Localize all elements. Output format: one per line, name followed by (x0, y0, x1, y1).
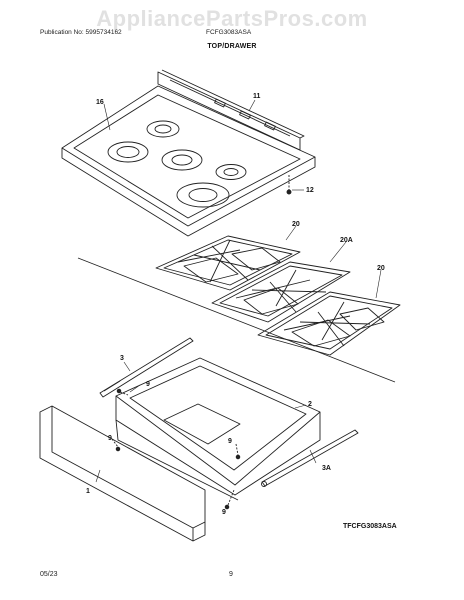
callout-20-left: 20 (292, 221, 300, 228)
diagram-code: TFCFG3083ASA (343, 523, 397, 530)
cooktop-assembly (61, 85, 316, 237)
screws-9 (111, 388, 241, 510)
drawer-front (39, 405, 206, 542)
callout-16: 16 (96, 99, 104, 106)
callout-20-right: 20 (377, 265, 385, 272)
callout-9-c: 9 (228, 438, 232, 445)
callout-12: 12 (306, 187, 314, 194)
grate-center (211, 261, 351, 323)
grate-right (257, 291, 401, 356)
callout-11: 11 (253, 93, 261, 100)
model-number: FCFG3083ASA (206, 29, 252, 36)
drawer-body (115, 357, 321, 501)
callout-3: 3 (120, 355, 124, 362)
footer-date: 05/23 (40, 571, 58, 578)
drawer-slide-right (261, 429, 359, 487)
callout-9-a: 9 (146, 381, 150, 388)
grate-left (155, 235, 301, 291)
publication-number: Publication No: 5995734162 (40, 29, 122, 36)
leader-lines (95, 99, 382, 483)
drawer-slide-left (99, 337, 194, 398)
callout-20A: 20A (340, 237, 353, 244)
rear-trim (157, 69, 305, 151)
footer-page-number: 9 (229, 571, 233, 578)
screw-12 (286, 175, 292, 195)
watermark: AppliancePartsPros.com (96, 6, 368, 31)
callout-9-d: 9 (222, 509, 226, 516)
callout-9-b: 9 (108, 435, 112, 442)
callout-1: 1 (86, 488, 90, 495)
callout-2: 2 (308, 401, 312, 408)
callout-3A: 3A (322, 465, 331, 472)
section-title: TOP/DRAWER (207, 43, 257, 50)
